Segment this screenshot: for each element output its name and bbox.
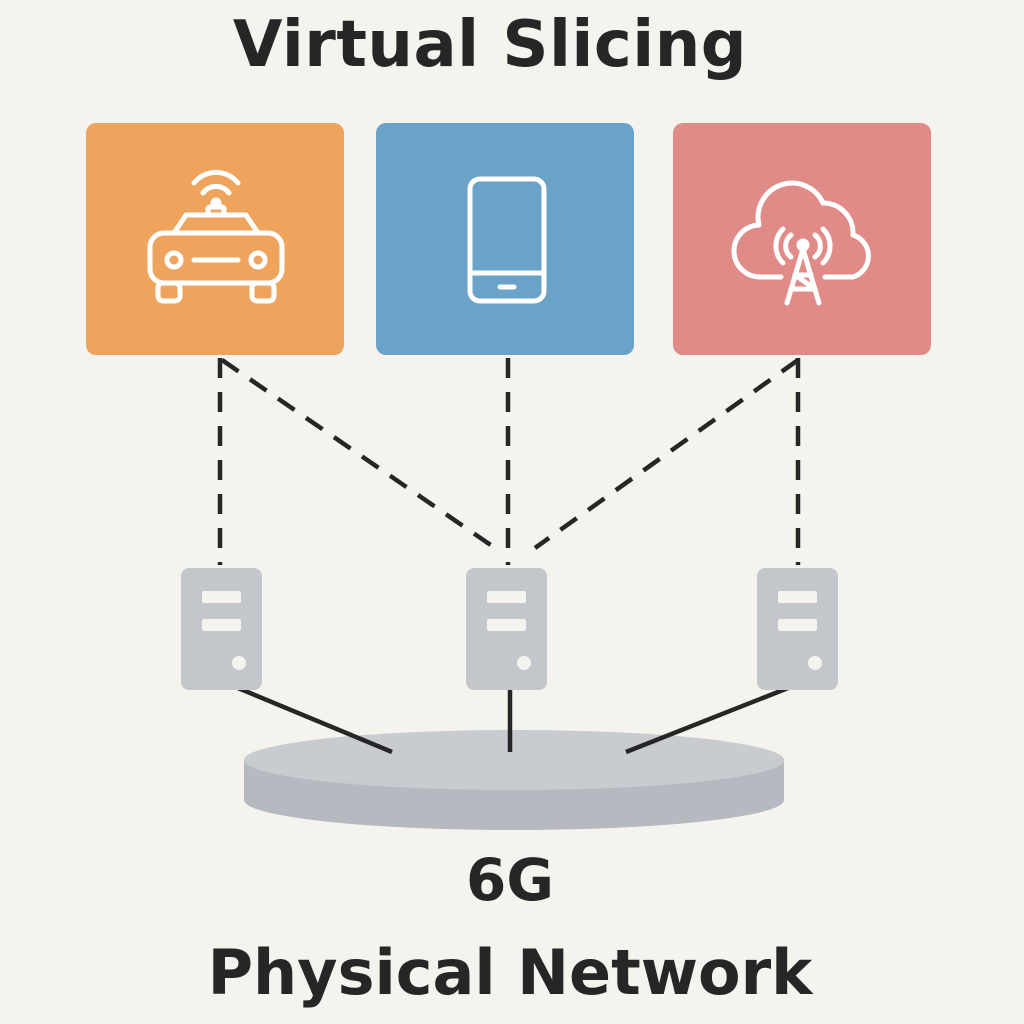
cloud-antenna-icon [731,180,871,306]
slice-tile-cloud [673,123,931,355]
slice-tile-mobile [376,123,634,355]
physical-network-platform [244,730,784,830]
car-wifi-icon [147,169,285,304]
diagram-title: Virtual Slicing [232,8,748,82]
server-icon-right [757,568,838,690]
dashed-line-cloud-to-server-center [533,358,800,550]
server-icon-left [181,568,262,690]
dashed-line-car-to-server-center [220,358,497,550]
network-label-6g: 6G [466,846,554,914]
slice-tile-vehicle [86,123,344,355]
line-server-right-to-platform [625,685,789,755]
network-label-physical: Physical Network [207,936,813,1009]
solid-connections [237,685,789,755]
line-server-left-to-platform [237,685,393,755]
server-icon-center [466,568,547,690]
dashed-connections [217,358,801,565]
smartphone-icon [467,176,547,304]
